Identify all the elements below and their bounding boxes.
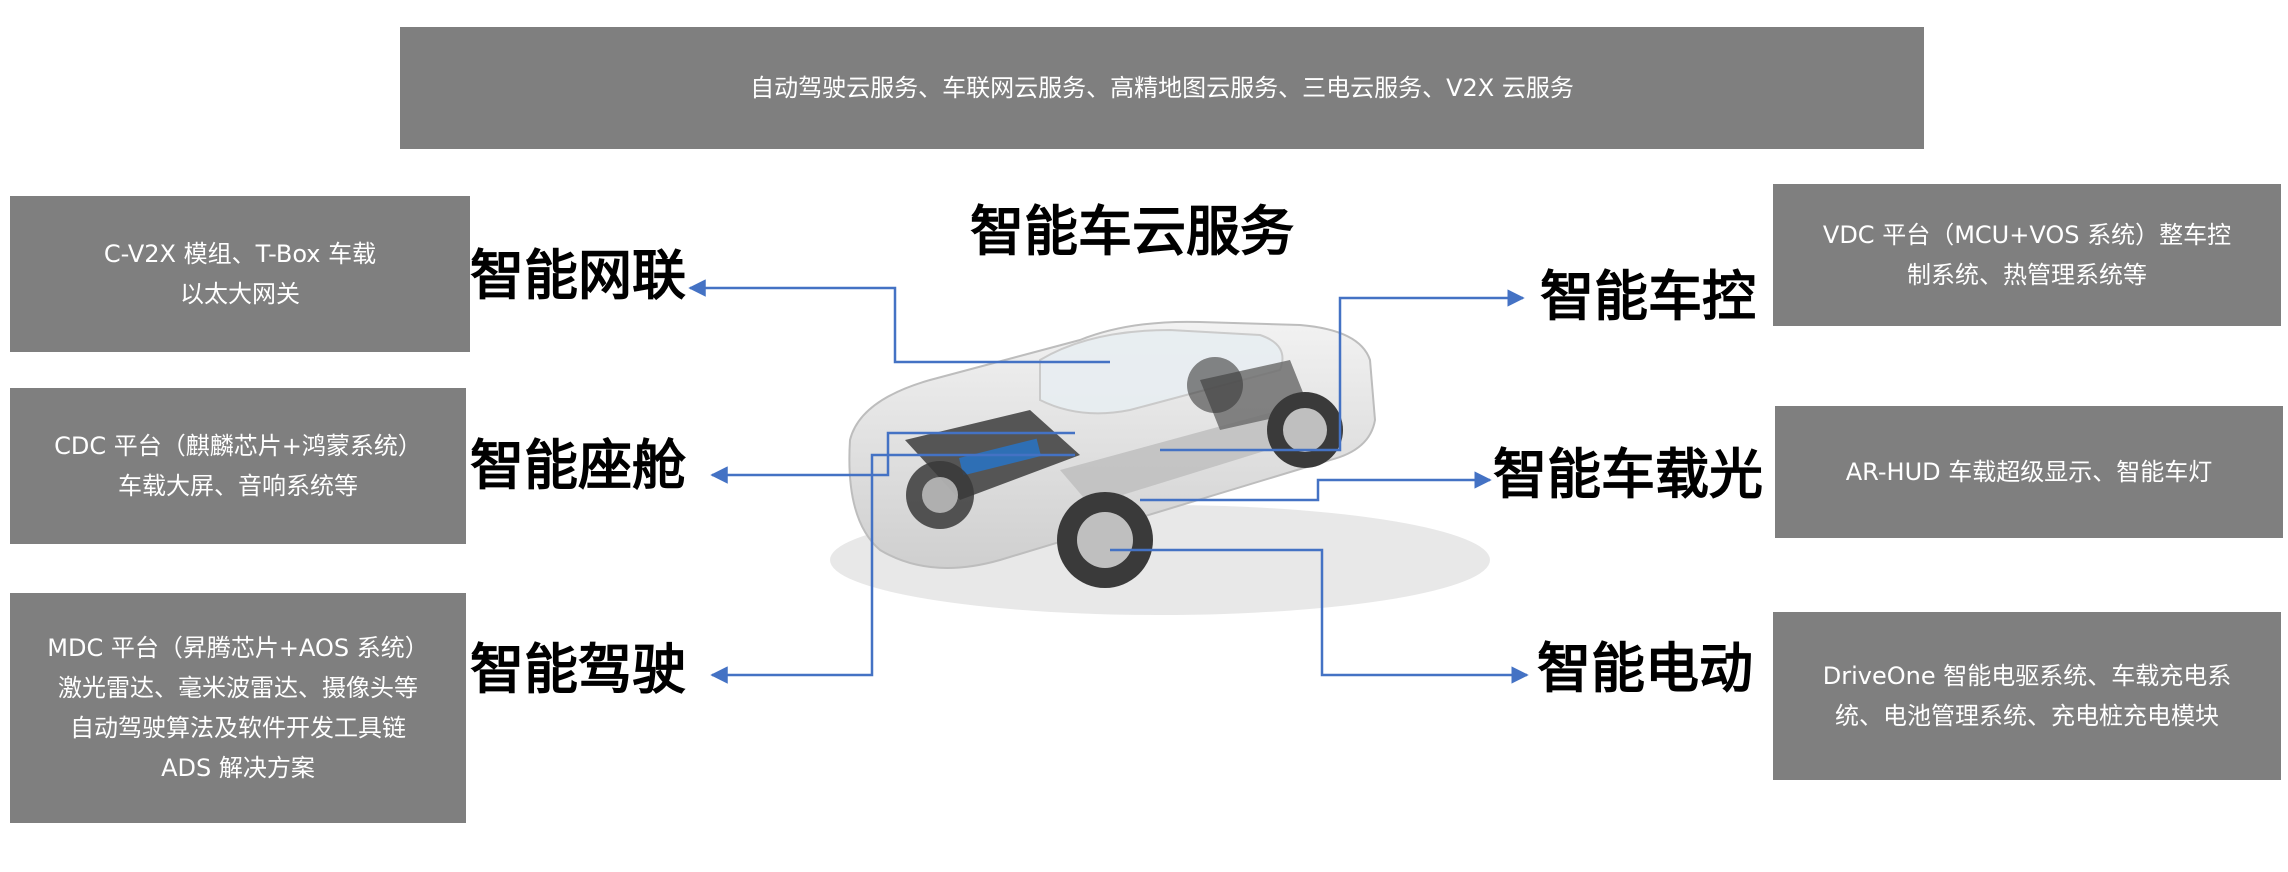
label-intelligent-connectivity: 智能网联 — [470, 244, 686, 307]
label-intelligent-vehicle-light: 智能车载光 — [1493, 443, 1763, 506]
cockpit-desc: CDC 平台（麒麟芯片+鸿蒙系统） 车载大屏、音响系统等 — [54, 432, 422, 500]
cloud-services-banner: 自动驾驶云服务、车联网云服务、高精地图云服务、三电云服务、V2X 云服务 — [400, 27, 1924, 149]
connectivity-desc-box: C-V2X 模组、T-Box 车载 以太大网关 — [10, 196, 470, 352]
label-intelligent-vehicle-control: 智能车控 — [1540, 265, 1756, 328]
arrow-intelligent-vehicle-light — [1140, 471, 1492, 502]
cockpit-desc-box: CDC 平台（麒麟芯片+鸿蒙系统） 车载大屏、音响系统等 — [10, 388, 466, 544]
vehicle-control-desc: VDC 平台（MCU+VOS 系统）整车控 制系统、热管理系统等 — [1822, 221, 2232, 289]
arrow-intelligent-vehicle-control — [1160, 289, 1525, 452]
electric-desc-box: DriveOne 智能电驱系统、车载充电系 统、电池管理系统、充电桩充电模块 — [1773, 612, 2281, 780]
arrow-intelligent-connectivity — [688, 279, 1110, 364]
driving-desc-box: MDC 平台（昇腾芯片+AOS 系统） 激光雷达、毫米波雷达、摄像头等 自动驾驶… — [10, 593, 466, 823]
label-intelligent-electric: 智能电动 — [1537, 637, 1753, 700]
connectivity-desc: C-V2X 模组、T-Box 车载 以太大网关 — [103, 240, 377, 308]
vehicle-control-desc-box: VDC 平台（MCU+VOS 系统）整车控 制系统、热管理系统等 — [1773, 184, 2281, 326]
cloud-services-text: 自动驾驶云服务、车联网云服务、高精地图云服务、三电云服务、V2X 云服务 — [750, 74, 1574, 102]
car-illustration — [830, 320, 1490, 615]
label-intelligent-cockpit: 智能座舱 — [470, 434, 686, 497]
label-intelligent-driving: 智能驾驶 — [470, 638, 686, 701]
vehicle-light-desc: AR-HUD 车载超级显示、智能车灯 — [1845, 458, 2213, 486]
driving-desc: MDC 平台（昇腾芯片+AOS 系统） 激光雷达、毫米波雷达、摄像头等 自动驾驶… — [47, 634, 429, 782]
vehicle-light-desc-box: AR-HUD 车载超级显示、智能车灯 — [1775, 406, 2283, 538]
electric-desc: DriveOne 智能电驱系统、车载充电系 统、电池管理系统、充电桩充电模块 — [1822, 662, 2232, 730]
arrow-intelligent-driving — [710, 453, 1075, 684]
center-title: 智能车云服务 — [970, 200, 1294, 263]
arrow-intelligent-electric — [1110, 548, 1529, 684]
